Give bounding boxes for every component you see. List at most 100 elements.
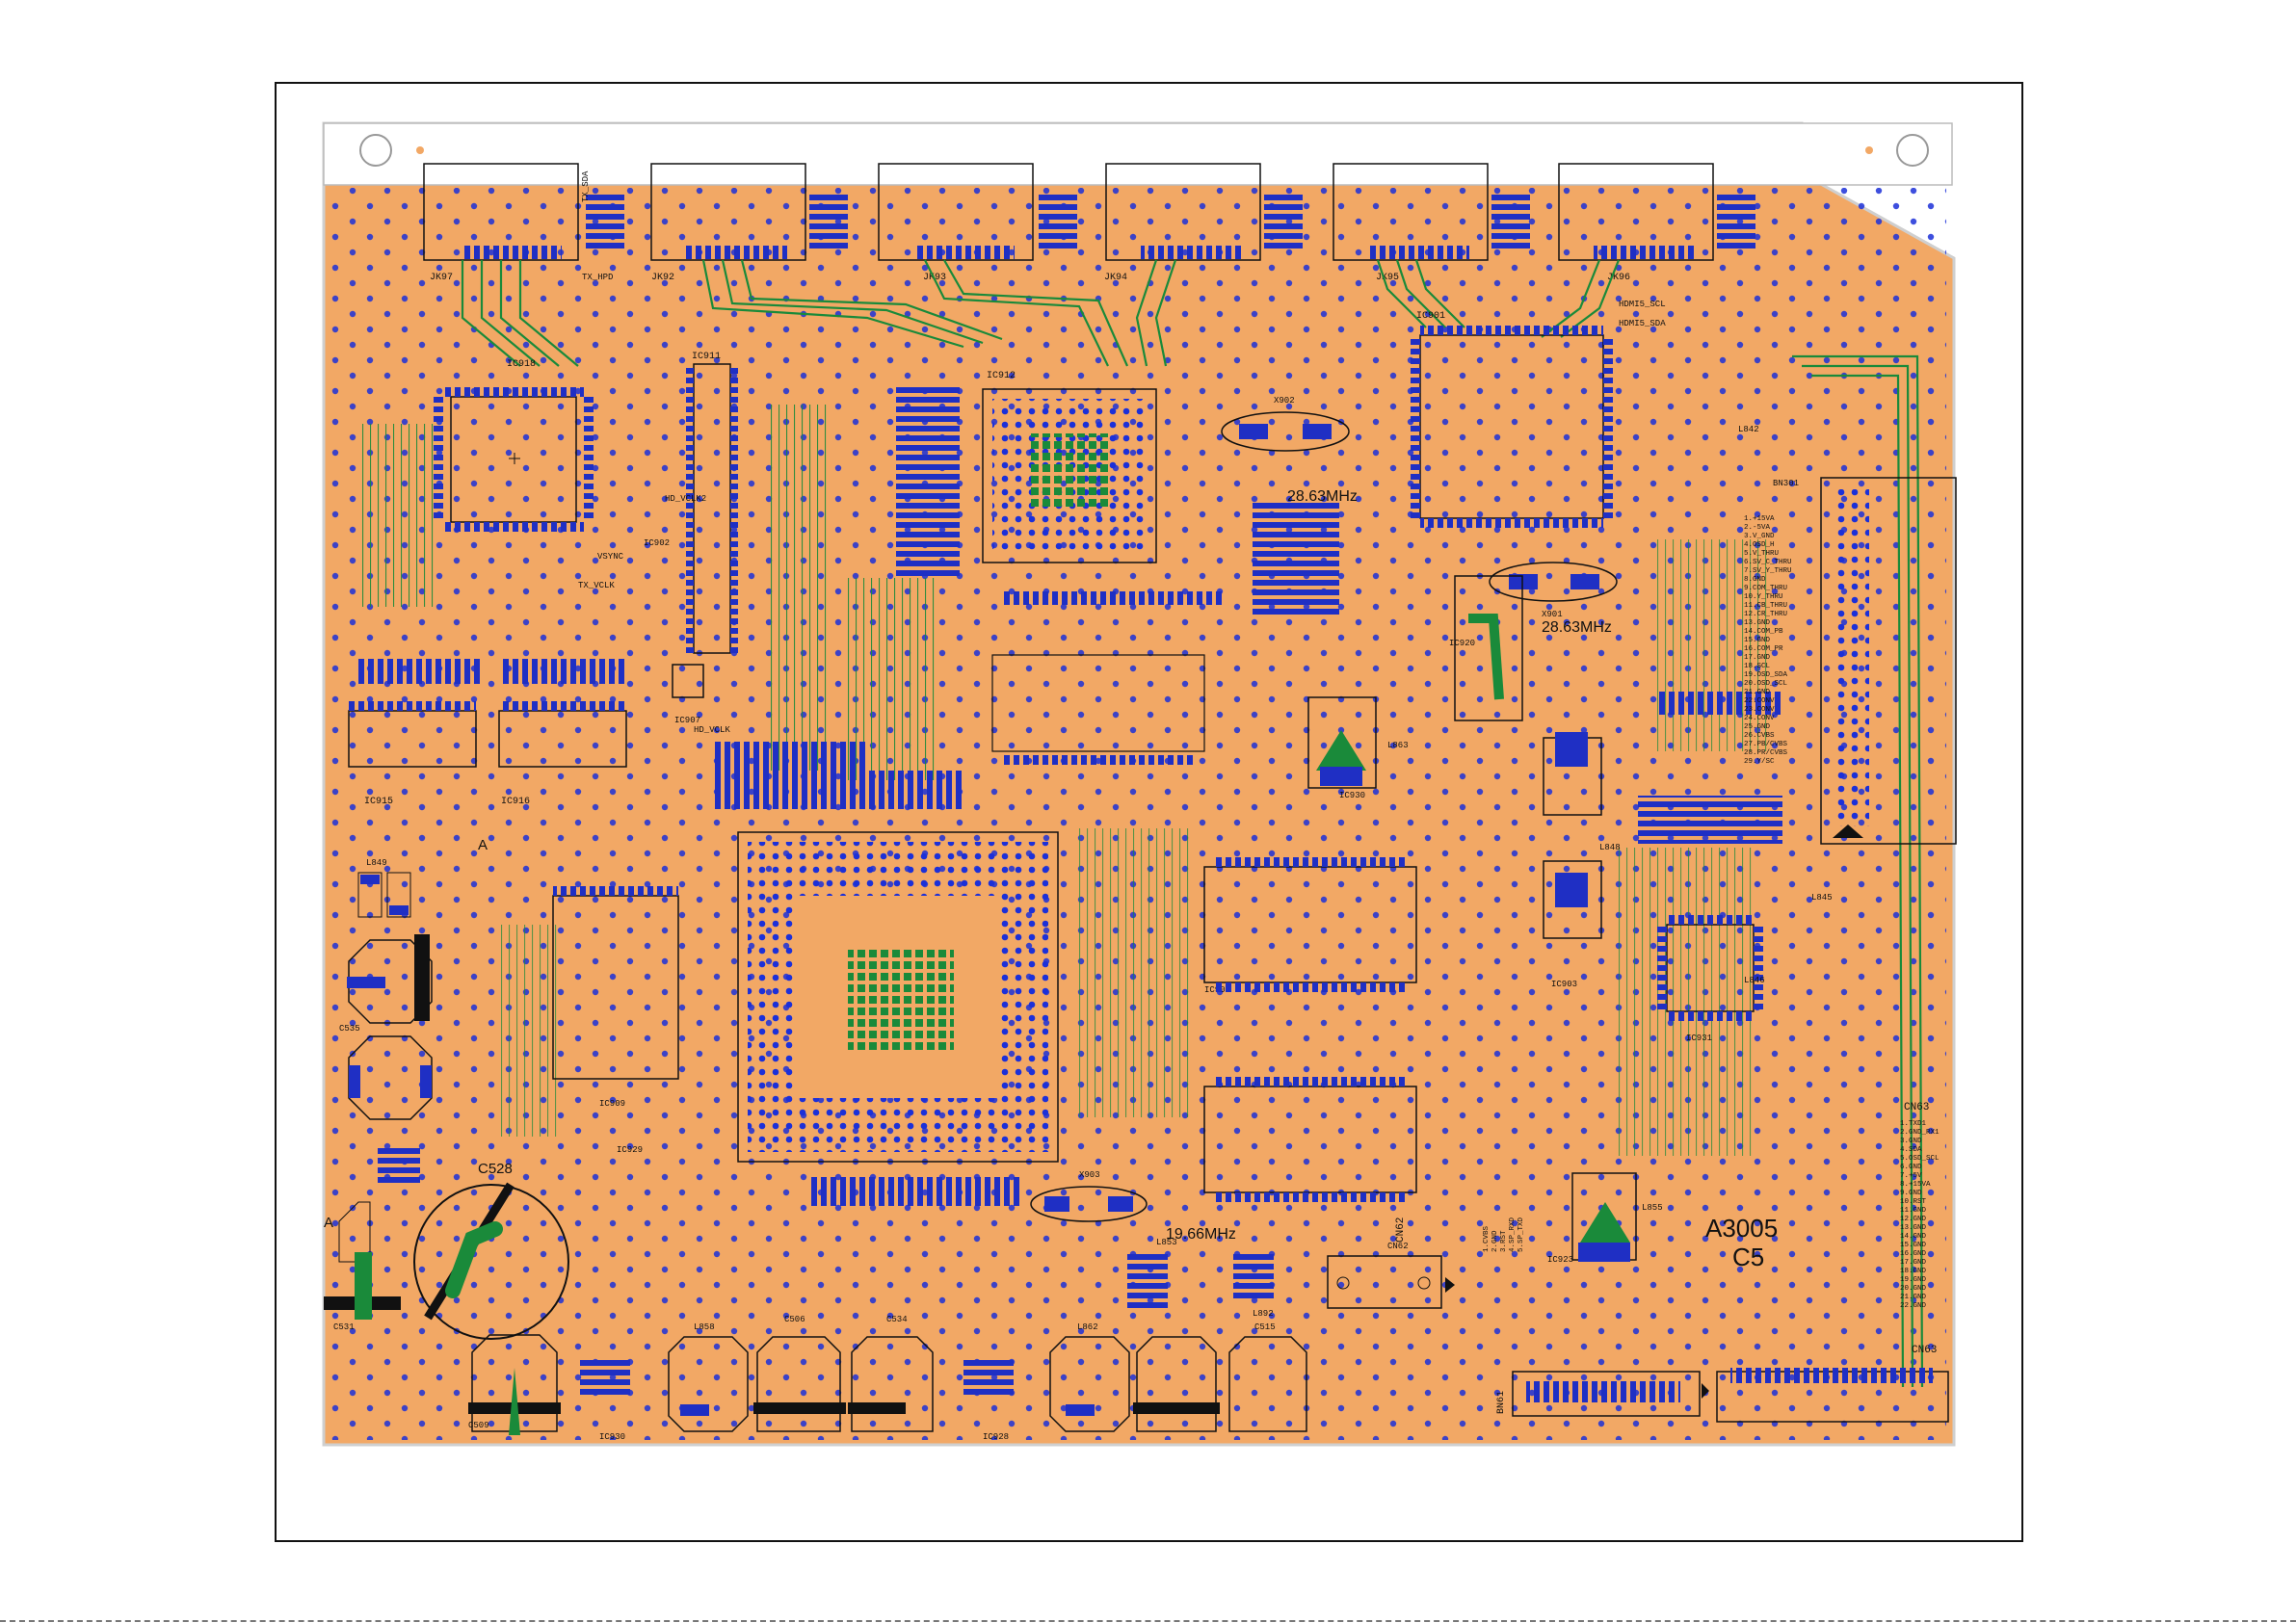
svg-text:IC901: IC901 (1416, 311, 1445, 322)
svg-text:21.GND: 21.GND (1744, 689, 1771, 696)
svg-text:7.SV_Y_THRU: 7.SV_Y_THRU (1744, 567, 1792, 575)
svg-text:20.GND: 20.GND (1900, 1285, 1927, 1293)
svg-text:IC907: IC907 (674, 716, 700, 725)
chip-ic918: IC918 (434, 359, 594, 532)
svg-text:3.V_GND: 3.V_GND (1744, 533, 1775, 540)
svg-text:JK95: JK95 (1376, 273, 1399, 283)
svg-text:15.GND: 15.GND (1744, 637, 1771, 644)
svg-text:14.COM_PB: 14.COM_PB (1744, 628, 1783, 636)
chip-ic922: IC923 (1543, 732, 1637, 1265)
svg-text:24.CONV: 24.CONV (1744, 715, 1775, 722)
connector-jk92: JK92 (650, 163, 806, 283)
crystal-x901: X901 28.63MHz (1489, 562, 1618, 636)
svg-text:2.GND_RX1: 2.GND_RX1 (1900, 1129, 1940, 1137)
svg-text:C509: C509 (468, 1421, 489, 1430)
svg-text:13.GND: 13.GND (1900, 1224, 1927, 1232)
svg-text:16.COM_PR: 16.COM_PR (1744, 645, 1783, 653)
svg-text:11.CB_THRU: 11.CB_THRU (1744, 602, 1787, 610)
signal-tx-vclk: TX_VCLK (578, 581, 615, 590)
svg-text:5.V_THRU: 5.V_THRU (1744, 550, 1779, 558)
svg-text:IC930: IC930 (1339, 791, 1365, 800)
svg-text:BN301: BN301 (1773, 479, 1799, 488)
svg-text:CN62: CN62 (1387, 1242, 1409, 1251)
svg-text:CN62: CN62 (1395, 1217, 1407, 1243)
svg-text:5.OSD_SCL: 5.OSD_SCL (1900, 1155, 1940, 1163)
signal-hdmi5-scl: HDMI5_SCL (1619, 300, 1666, 309)
svg-text:7.+5V: 7.+5V (1900, 1172, 1922, 1180)
svg-text:1.CVBS: 1.CVBS (1483, 1225, 1491, 1252)
svg-text:19.GND: 19.GND (1900, 1276, 1927, 1284)
svg-text:IC915: IC915 (364, 797, 393, 807)
power-section-bottom: C509 L858 C506 C534 L862 C515 L892 (468, 1309, 1307, 1435)
svg-text:CN63: CN63 (1912, 1345, 1937, 1356)
chip-ic905: IC907 (672, 664, 704, 725)
chip-ic920: IC920 (1449, 575, 1523, 721)
svg-text:L863: L863 (1387, 741, 1409, 750)
connector-jk95: JK95 (1333, 163, 1489, 283)
svg-text:IC912: IC912 (987, 371, 1016, 381)
svg-text:L853: L853 (1156, 1238, 1177, 1247)
svg-text:X902: X902 (1274, 396, 1295, 406)
svg-text:IC909: IC909 (599, 1099, 625, 1109)
power-section-left: L849 C535 C531 A A (324, 837, 488, 1332)
capacitor-c528: C528 (413, 1161, 569, 1340)
svg-text:A: A (478, 837, 488, 853)
svg-text:5.SP_TXD: 5.SP_TXD (1517, 1217, 1525, 1252)
svg-text:28.63MHz: 28.63MHz (1542, 619, 1612, 636)
chip-ic911: IC911 (686, 352, 738, 654)
svg-text:L849: L849 (366, 858, 387, 868)
svg-text:12.CR_THRU: 12.CR_THRU (1744, 611, 1787, 618)
svg-text:15.GND: 15.GND (1900, 1242, 1927, 1249)
connector-jk94: JK94 (1104, 163, 1261, 283)
svg-text:9.GND: 9.GND (1900, 1190, 1922, 1197)
svg-text:23.CONV: 23.CONV (1744, 706, 1775, 714)
connector-bn61: BN61 (1496, 1371, 1709, 1417)
signal-tx-sda: TX_SDA (581, 170, 591, 202)
cn63-pin-labels: 1.TXD1 2.GND_RX1 3.GND 4.SDA 5.OSD_SCL 6… (1900, 1120, 1940, 1310)
connector-jk96: JK96 (1558, 163, 1714, 283)
svg-text:JK92: JK92 (651, 273, 674, 283)
svg-text:4.SDA: 4.SDA (1900, 1146, 1922, 1154)
svg-text:IC903: IC903 (1551, 980, 1577, 989)
chip-ic903: IC903 (1203, 857, 1577, 1202)
svg-text:27.PB/CVBS: 27.PB/CVBS (1744, 741, 1788, 748)
svg-text:IC916: IC916 (501, 797, 530, 807)
svg-text:3.GND: 3.GND (1900, 1138, 1922, 1145)
label-ic912: IC902 (644, 538, 670, 548)
page-dashed-edge (0, 1620, 2296, 1622)
svg-text:CN63: CN63 (1904, 1102, 1929, 1113)
bn301-pin-labels: 1.+15VA 2.-5VA 3.V_GND 4.OSD_H 5.V_THRU … (1744, 515, 1792, 766)
svg-text:C506: C506 (784, 1315, 805, 1324)
svg-text:6.GND: 6.GND (1900, 1164, 1922, 1171)
svg-text:L862: L862 (1077, 1322, 1098, 1332)
corner-label: A (324, 1215, 333, 1231)
svg-text:26.CVBS: 26.CVBS (1744, 732, 1775, 740)
mounting-strip (323, 122, 1953, 186)
svg-text:14.GND: 14.GND (1900, 1233, 1927, 1241)
svg-text:4.SP_RXD: 4.SP_RXD (1509, 1217, 1517, 1252)
svg-text:1.TXD1: 1.TXD1 (1900, 1120, 1927, 1128)
svg-text:1.+15VA: 1.+15VA (1744, 515, 1775, 523)
svg-text:L845: L845 (1811, 893, 1833, 903)
svg-text:20.OSD_SCL: 20.OSD_SCL (1744, 680, 1788, 688)
chip-ic915: IC915 (348, 701, 477, 807)
svg-text:6.SV_C_THRU: 6.SV_C_THRU (1744, 559, 1792, 566)
cn62-pin-labels: 1.CVBS 2.GND 3.RST 4.SP_RXD 5.SP_TXD (1483, 1217, 1525, 1252)
chip-ic916: IC916 (498, 701, 627, 807)
label-ic930: IC930 (599, 1432, 625, 1442)
svg-text:JK96: JK96 (1607, 273, 1630, 283)
svg-text:L892: L892 (1253, 1309, 1274, 1319)
trace-bundles (461, 259, 1924, 1388)
board-revision: C5 (1732, 1243, 1764, 1271)
chip-ic907: IC909 (552, 886, 679, 1109)
crystal-x903: X903 19.66MHz (1030, 1170, 1236, 1243)
chip-ic909: IC905 (737, 831, 1230, 1163)
chip-ic929: IC931 (1657, 915, 1763, 1043)
mounting-hole-right (1896, 134, 1929, 167)
svg-text:19.OSD_SDA: 19.OSD_SDA (1744, 671, 1788, 679)
svg-text:L855: L855 (1642, 1203, 1663, 1213)
svg-text:29.Y/SC: 29.Y/SC (1744, 758, 1775, 766)
svg-text:C535: C535 (339, 1024, 360, 1034)
svg-text:22.CONV: 22.CONV (1744, 697, 1775, 705)
svg-text:L848: L848 (1599, 843, 1621, 852)
